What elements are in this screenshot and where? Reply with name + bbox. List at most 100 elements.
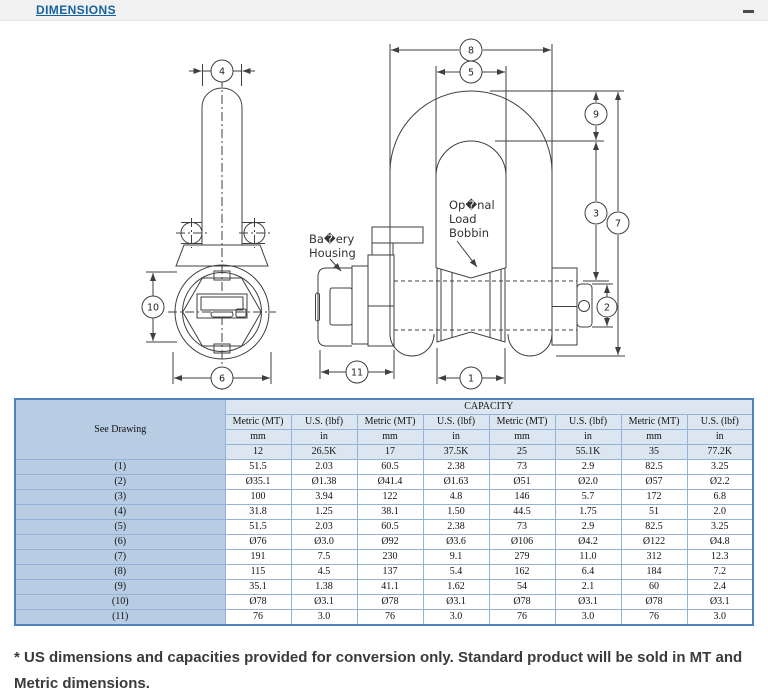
cell: 3.94 [290, 489, 358, 505]
callout-2: 2 [596, 296, 618, 318]
cell: 191 [224, 549, 292, 565]
cell: 41.1 [356, 579, 424, 595]
cell: Ø35.1 [224, 474, 292, 490]
row-label: (2) [14, 474, 226, 490]
right-view [315, 44, 625, 384]
cell: Ø4.2 [554, 534, 622, 550]
col-unit: in [290, 429, 358, 445]
cell: 6.4 [554, 564, 622, 580]
cell: 115 [224, 564, 292, 580]
cell: Ø57 [620, 474, 688, 490]
svg-text:4: 4 [219, 67, 225, 78]
panel-title[interactable]: DIMENSIONS [36, 3, 117, 17]
collapse-button[interactable] [740, 4, 756, 18]
cell: 38.1 [356, 504, 424, 520]
cell: 60 [620, 579, 688, 595]
cell: 3.25 [686, 519, 754, 535]
cell: 76 [620, 609, 688, 626]
cell: 11.0 [554, 549, 622, 565]
capacity-value: 12 [224, 444, 292, 460]
cell: 172 [620, 489, 688, 505]
row-label: (6) [14, 534, 226, 550]
cell: 2.38 [422, 459, 490, 475]
cell: 2.03 [290, 459, 358, 475]
battery-housing-label-line2: Housing [309, 246, 356, 260]
cell: 2.4 [686, 579, 754, 595]
cell: 7.2 [686, 564, 754, 580]
row-label: (8) [14, 564, 226, 580]
svg-text:9: 9 [593, 110, 599, 121]
col-type: Metric (MT) [356, 414, 424, 430]
load-bobbin [436, 267, 506, 343]
svg-text:5: 5 [468, 68, 474, 79]
cell: Ø3.1 [686, 594, 754, 610]
cell: 146 [488, 489, 556, 505]
cell: 1.25 [290, 504, 358, 520]
table-row: Metric (MT) U.S. (lbf) Metric (MT) U.S. … [15, 414, 754, 430]
cell: 3.0 [290, 609, 358, 626]
callout-5: 5 [459, 60, 483, 84]
left-view [146, 64, 276, 390]
cell: 31.8 [224, 504, 292, 520]
row-label: (11) [14, 609, 226, 626]
capacity-value: 35 [620, 444, 688, 460]
see-drawing-header: See Drawing [14, 398, 226, 460]
svg-text:1: 1 [468, 374, 474, 385]
battery-housing-label: Ba�ery [309, 232, 355, 246]
cell: 51 [620, 504, 688, 520]
cell: 54 [488, 579, 556, 595]
col-unit: in [422, 429, 490, 445]
table-row: mm in mm in mm in mm in [15, 429, 754, 445]
svg-text:7: 7 [615, 219, 621, 230]
col-unit: mm [488, 429, 556, 445]
cell: 60.5 [356, 459, 424, 475]
row-label: (3) [14, 489, 226, 505]
col-unit: in [686, 429, 754, 445]
cell: 51.5 [224, 519, 292, 535]
cell: 82.5 [620, 459, 688, 475]
capacity-value: 17 [356, 444, 424, 460]
cell: Ø2.0 [554, 474, 622, 490]
callout-11: 11 [345, 360, 369, 384]
svg-text:8: 8 [468, 46, 474, 57]
capacity-value: 26.5K [290, 444, 358, 460]
cell: 2.9 [554, 459, 622, 475]
table-row: See Drawing CAPACITY [14, 398, 754, 460]
cell: 82.5 [620, 519, 688, 535]
cell: Ø3.1 [554, 594, 622, 610]
callout-9: 9 [584, 102, 608, 126]
cell: Ø1.63 [422, 474, 490, 490]
callout-4: 4 [210, 59, 234, 83]
row-label: (5) [14, 519, 226, 535]
callout-8: 8 [459, 38, 483, 62]
callout-7: 7 [606, 211, 630, 235]
cell: 5.7 [554, 489, 622, 505]
pin-head [551, 267, 593, 346]
cell: Ø2.2 [686, 474, 754, 490]
cell: 1.38 [290, 579, 358, 595]
cell: 5.4 [422, 564, 490, 580]
cell: 4.8 [422, 489, 490, 505]
cell: 60.5 [356, 519, 424, 535]
cell: 3.0 [554, 609, 622, 626]
cell: Ø92 [356, 534, 424, 550]
cell: 2.0 [686, 504, 754, 520]
col-unit: in [554, 429, 622, 445]
cell: Ø78 [620, 594, 688, 610]
cell: Ø106 [488, 534, 556, 550]
table-row: 12 26.5K 17 37.5K 25 55.1K 35 77.2K [15, 444, 754, 460]
col-unit: mm [356, 429, 424, 445]
row-label: (1) [14, 459, 226, 475]
row-label: (9) [14, 579, 226, 595]
cell: 7.5 [290, 549, 358, 565]
cell: 3.0 [686, 609, 754, 626]
col-type: Metric (MT) [620, 414, 688, 430]
display-screen [196, 293, 248, 319]
cell: 4.5 [290, 564, 358, 580]
cell: 73 [488, 519, 556, 535]
